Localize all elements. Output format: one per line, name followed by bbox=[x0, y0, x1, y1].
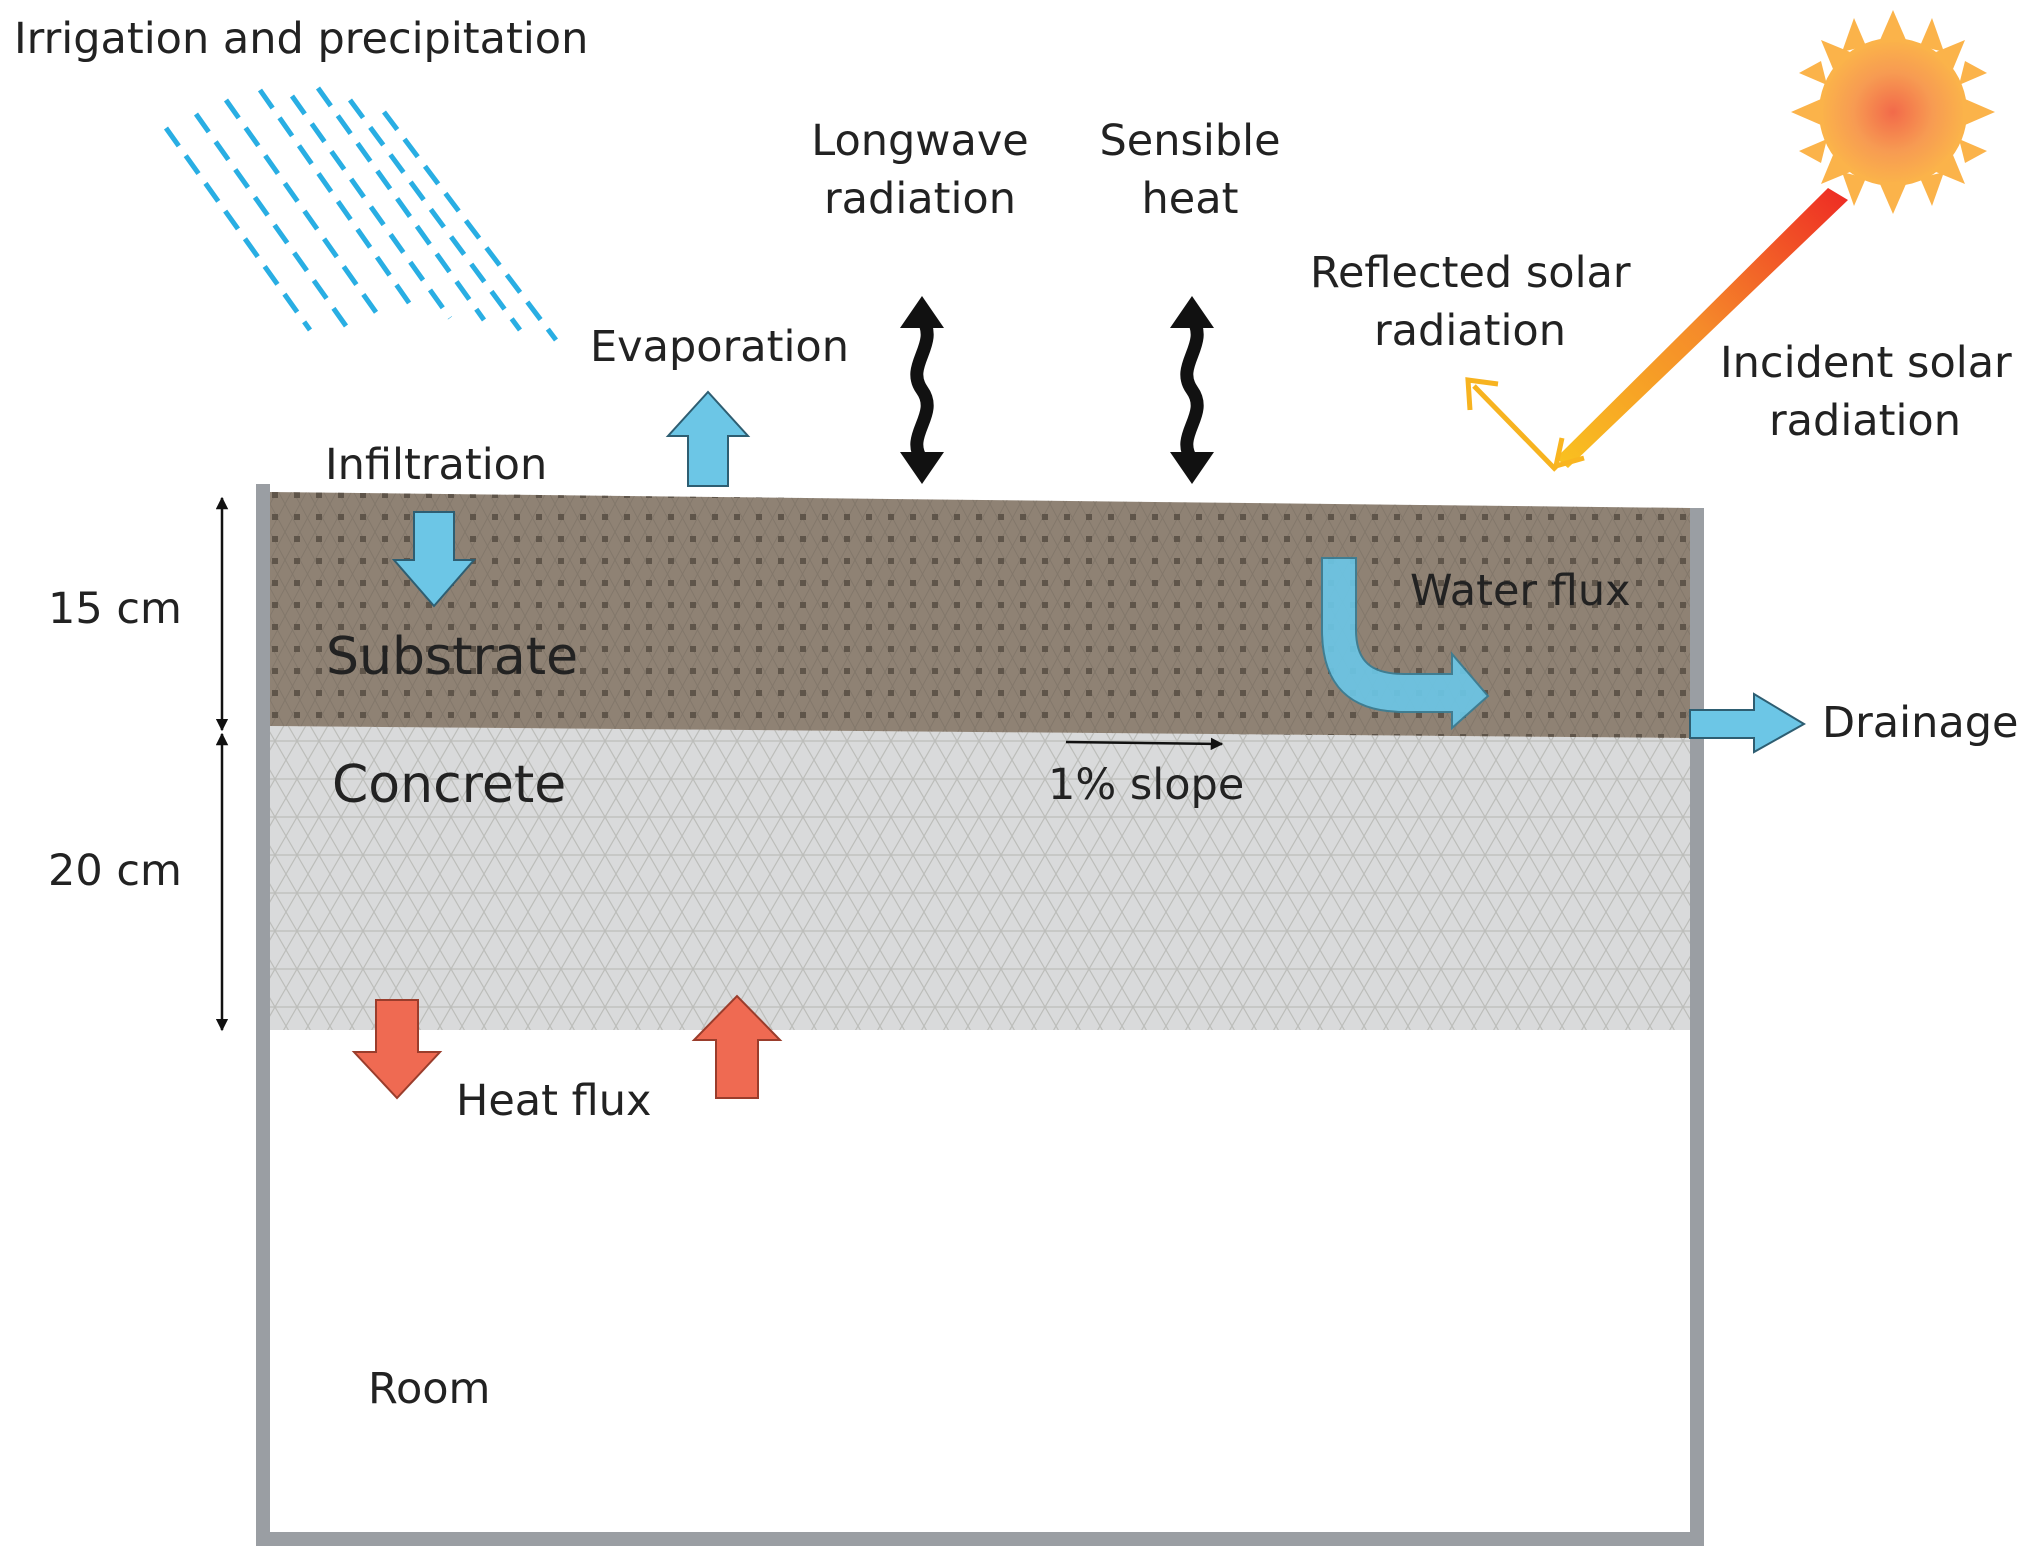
irrigation-label: Irrigation and precipitation bbox=[14, 14, 589, 64]
evaporation-arrow bbox=[665, 390, 751, 487]
sun-icon bbox=[1791, 10, 1995, 214]
infiltration-label: Infiltration bbox=[325, 440, 548, 490]
evaporation-label: Evaporation bbox=[590, 322, 849, 372]
reflected-solar-label-line1: Reflected solar bbox=[1310, 248, 1631, 298]
drainage-arrow bbox=[1689, 692, 1806, 754]
water-flux-label: Water flux bbox=[1410, 566, 1631, 616]
slope-arrow bbox=[1065, 737, 1224, 751]
heat-flux-down-arrow bbox=[351, 999, 443, 1100]
concrete-layer bbox=[270, 726, 1690, 1030]
rain-icon bbox=[163, 86, 558, 342]
reflected-solar-label-line2: radiation bbox=[1374, 306, 1566, 356]
room-label: Room bbox=[368, 1364, 491, 1414]
water-flux-arrow bbox=[1321, 557, 1490, 731]
concrete-label: Concrete bbox=[332, 755, 567, 815]
reflected-solar-arrow bbox=[1465, 377, 1558, 472]
wavy-arrow-icon bbox=[900, 296, 944, 484]
incident-solar-label-line2: radiation bbox=[1769, 396, 1961, 446]
slope-label: 1% slope bbox=[1048, 760, 1245, 810]
sensible-heat-label-line2: heat bbox=[1141, 174, 1239, 224]
infiltration-arrow bbox=[391, 511, 477, 608]
substrate-depth-label: 15 cm bbox=[48, 584, 182, 634]
heat-flux-label: Heat flux bbox=[456, 1076, 652, 1126]
incident-solar-beam bbox=[1552, 188, 1848, 470]
longwave-label-line2: radiation bbox=[824, 174, 1016, 224]
incident-solar-label-line1: Incident solar bbox=[1720, 338, 2012, 388]
longwave-label-line1: Longwave bbox=[811, 116, 1029, 166]
sensible-heat-label-line1: Sensible bbox=[1099, 116, 1281, 166]
heat-flux-up-arrow bbox=[691, 994, 783, 1099]
wavy-arrow-icon bbox=[1170, 296, 1214, 484]
concrete-depth-label: 20 cm bbox=[48, 846, 182, 896]
drainage-label: Drainage bbox=[1822, 698, 2019, 748]
substrate-label: Substrate bbox=[326, 627, 579, 687]
room-walls bbox=[256, 484, 1704, 1546]
